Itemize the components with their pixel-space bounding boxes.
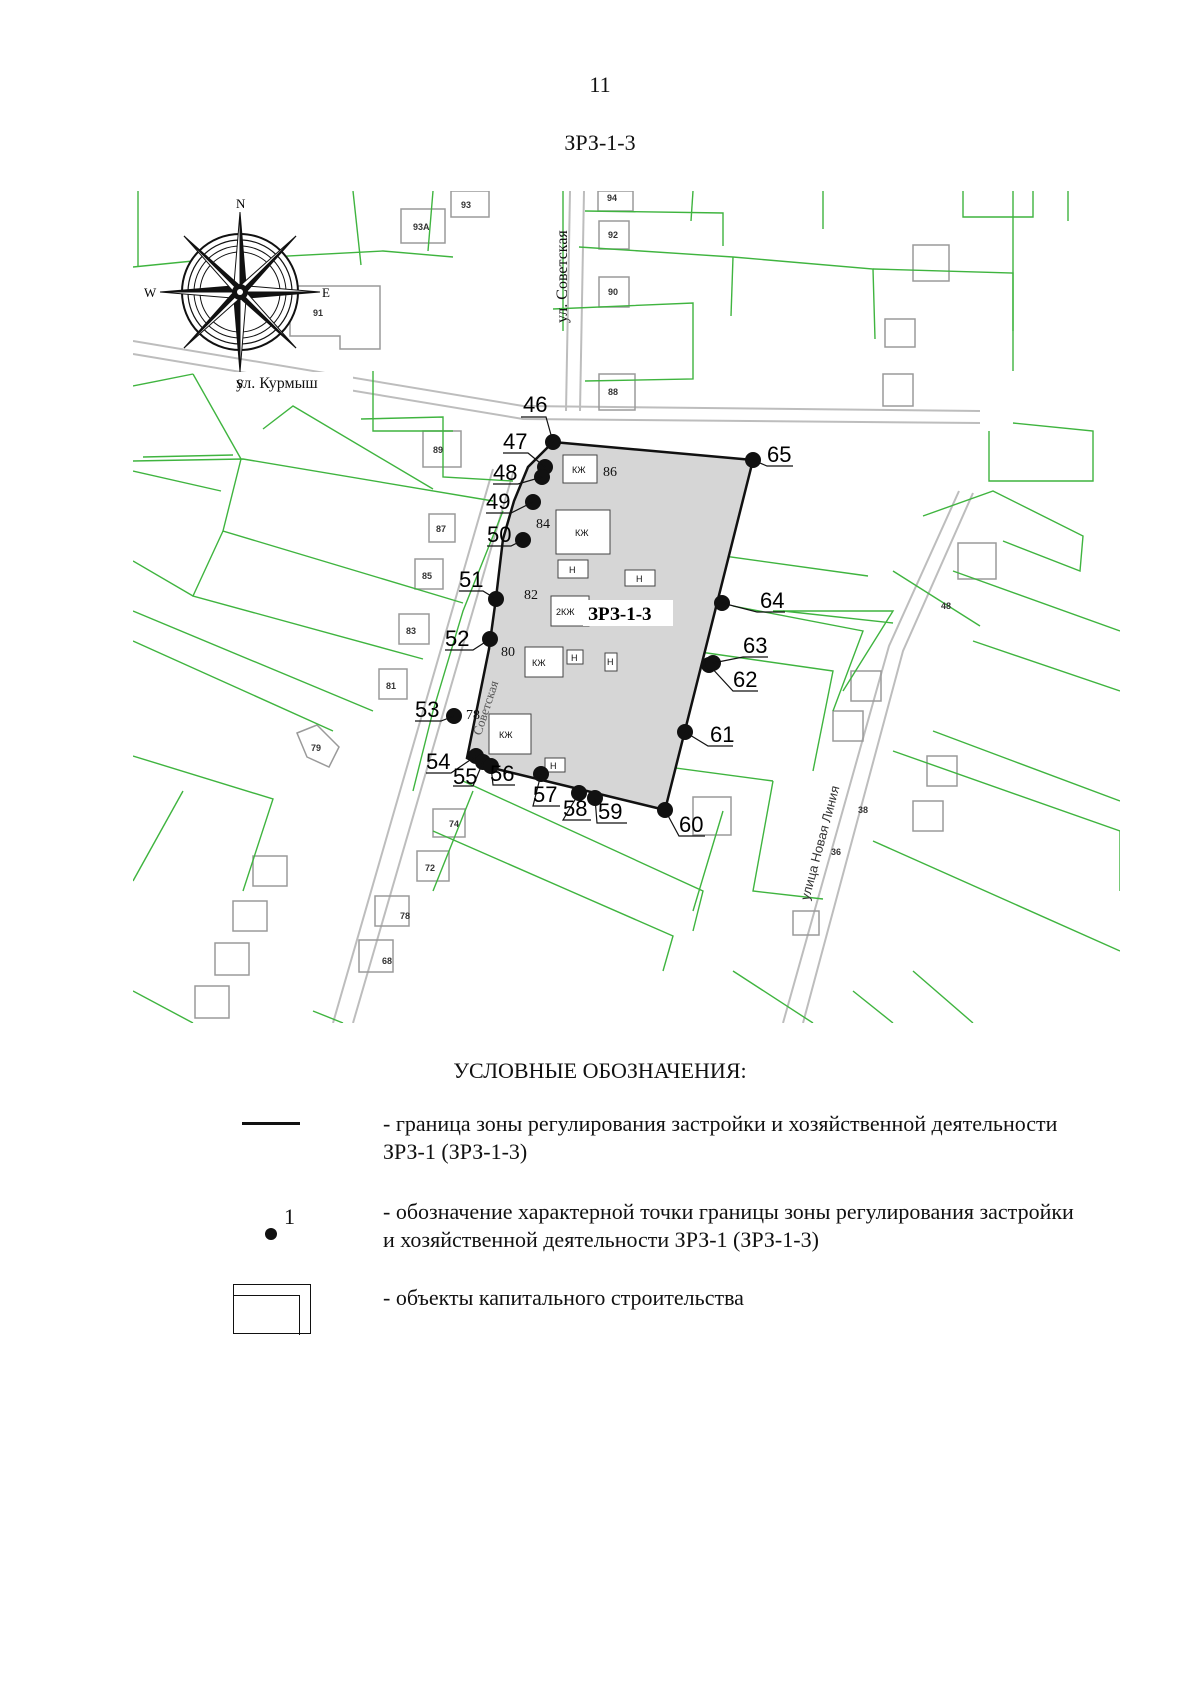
parcel-number: 74 <box>449 819 459 829</box>
zone-label: ЗРЗ-1-3 <box>588 604 652 625</box>
point-label-64: 64 <box>760 588 784 613</box>
parcel-number: 78 <box>466 708 480 723</box>
parcel-number: 36 <box>831 847 841 857</box>
parcel-number: 93 <box>461 200 471 210</box>
legend-title: УСЛОВНЫЕ ОБОЗНАЧЕНИЯ: <box>453 1058 747 1083</box>
point-label-62: 62 <box>733 667 757 692</box>
parcel-number: 72 <box>425 863 435 873</box>
parcel-number: 89 <box>433 445 443 455</box>
building-label-n: Н <box>550 761 557 771</box>
compass-s: S <box>236 376 243 391</box>
building-label-n: Н <box>569 565 576 575</box>
legend-text: - объекты капитального строительства <box>383 1285 744 1310</box>
parcel-number: 81 <box>386 681 396 691</box>
zone-parcel-numbers: 86 84 82 80 78 <box>466 465 617 723</box>
legend-point-symbol <box>265 1228 277 1240</box>
building-label-kzh: КЖ <box>532 658 546 668</box>
compass-w: W <box>144 285 157 300</box>
parcel-number: 87 <box>436 524 446 534</box>
point-label-65: 65 <box>767 442 791 467</box>
parcel-number: 94 <box>607 193 617 203</box>
point-label-46: 46 <box>523 392 547 417</box>
legend-point-number: 1 <box>284 1204 295 1229</box>
compass-n: N <box>236 196 246 211</box>
page-number: 11 <box>589 72 611 97</box>
building-label-kzh: КЖ <box>572 465 586 475</box>
legend-building-symbol <box>233 1284 311 1335</box>
zone-buildings <box>488 454 656 773</box>
building-label-n: Н <box>636 574 643 584</box>
point-label-53: 53 <box>415 697 439 722</box>
point-label-61: 61 <box>710 722 734 747</box>
parcel-number: 38 <box>858 805 868 815</box>
point-label-49: 49 <box>486 489 510 514</box>
parcel-number: 88 <box>608 387 618 397</box>
zone-label-box <box>583 600 673 626</box>
point-label-55: 55 <box>453 764 477 789</box>
parcel-number: 68 <box>382 956 392 966</box>
point-label-52: 52 <box>445 626 469 651</box>
point-label-60: 60 <box>679 812 703 837</box>
parcel-number: 86 <box>603 465 617 480</box>
point-label-54: 54 <box>426 749 450 774</box>
building-outlines <box>194 191 997 1019</box>
zone-building-labels: КЖ КЖ Н Н 2КЖ КЖ Н Н КЖ Н <box>499 465 643 771</box>
point-label-51: 51 <box>459 567 483 592</box>
point-label-47: 47 <box>503 429 527 454</box>
compass-rose: N S E W <box>144 196 330 391</box>
point-label-50: 50 <box>487 522 511 547</box>
zone-map: КЖ КЖ Н Н 2КЖ КЖ Н Н КЖ Н ЗРЗ-1-3 86 84 … <box>133 191 1120 1023</box>
parcel-number: 79 <box>311 743 321 753</box>
parcel-number: 83 <box>406 626 416 636</box>
point-label-48: 48 <box>493 460 517 485</box>
building-label-2kzh: 2КЖ <box>556 607 575 617</box>
street-label-novaya-liniya: улица Новая Линия <box>797 784 842 902</box>
building-label-kzh: КЖ <box>499 730 513 740</box>
parcel-number: 80 <box>501 645 515 660</box>
point-label-57: 57 <box>533 782 557 807</box>
parcel-number: 48 <box>941 601 951 611</box>
legend-line-symbol <box>242 1122 300 1125</box>
parcel-number: 93А <box>413 222 430 232</box>
parcel-number: 92 <box>608 230 618 240</box>
boundary-points: 46 47 48 49 50 51 52 53 54 55 <box>415 392 793 837</box>
parcel-number: 85 <box>422 571 432 581</box>
building-label-kzh: КЖ <box>575 528 589 538</box>
parcel-number: 78 <box>400 911 410 921</box>
parcel-number: 82 <box>524 588 538 603</box>
parcel-numbers: 93 94 93А 92 90 91 88 89 87 85 83 81 79 … <box>311 193 951 966</box>
street-label-bg <box>233 372 353 392</box>
parcel-number: 91 <box>313 308 323 318</box>
parcel-number: 90 <box>608 287 618 297</box>
legend-text: - обозначение характерной точки границы … <box>383 1199 1074 1252</box>
compass-e: E <box>322 285 330 300</box>
parcel-number: 84 <box>536 517 550 532</box>
zone-title: ЗРЗ-1-3 <box>564 130 636 155</box>
point-label-58: 58 <box>563 796 587 821</box>
street-label-kurmysh: ул. Курмыш <box>236 375 318 392</box>
legend-text: - граница зоны регулирования застройки и… <box>383 1111 1058 1164</box>
building-label-n: Н <box>571 653 578 663</box>
point-label-63: 63 <box>743 633 767 658</box>
street-label-sovetskaya: ул. Советская <box>554 230 571 323</box>
parcel-lines <box>133 191 1120 1023</box>
point-label-59: 59 <box>598 799 622 824</box>
point-label-56: 56 <box>490 761 514 786</box>
building-label-n: Н <box>607 657 614 667</box>
